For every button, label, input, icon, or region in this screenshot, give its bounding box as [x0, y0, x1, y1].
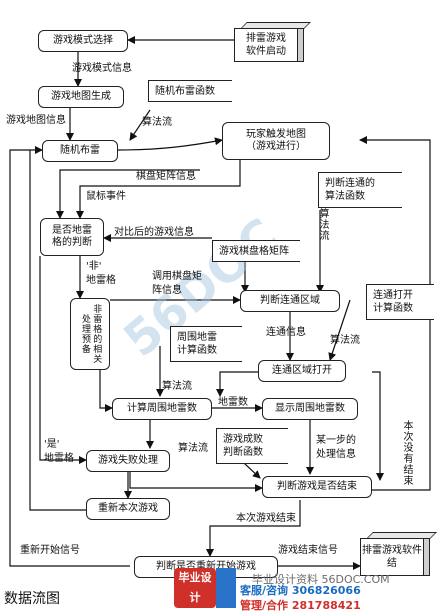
label-compared-info: 对比后的游戏信息	[114, 227, 194, 238]
external-software-end: 排雷游戏软件结	[360, 532, 437, 576]
process-judge-game-end: 判断游戏是否结束	[262, 476, 372, 498]
process-game-fail: 游戏失败处理	[86, 450, 170, 472]
process-count-mines: 计算周围地雷数	[112, 398, 212, 420]
store-connected-open-func: 连通打开 计算函数	[366, 284, 434, 320]
process-player-trigger: 玩家触发地图 （游戏进行）	[222, 122, 330, 160]
store-around-mine-func: 周围地雷 计算函数	[170, 326, 242, 362]
store-board-matrix: 游戏棋盘格矩阵	[212, 240, 300, 262]
process-show-mines: 显示周围地雷数	[262, 398, 358, 420]
store-random-layout-func: 随机布雷函数	[148, 80, 232, 102]
site-banner: 毕业设计资料 56DOC.COM	[252, 573, 390, 586]
process-restart-game: 重新本次游戏	[86, 498, 170, 520]
label-yes-mine: '是' 地雷格	[44, 439, 74, 464]
label-mine-count: 地雷数	[218, 397, 248, 408]
contact-info: 客服/咨询 306826066 管理/合作 281788421	[240, 584, 361, 614]
label-algo-4: 算法流	[162, 381, 192, 392]
flow-restartsignal-to-random	[9, 149, 130, 567]
label-algo-3: 算法流	[330, 335, 360, 346]
label-connected-info: 连通信息	[266, 327, 306, 338]
flow-end-to-restart	[206, 500, 301, 557]
flow-open-to-end	[372, 371, 384, 481]
contact-line-1: 客服/咨询 306826066	[240, 584, 361, 597]
diagram-caption: 数据流图	[4, 591, 60, 607]
label-algo-5: 算法流	[178, 443, 208, 454]
cube-side	[297, 28, 304, 62]
logo-accent	[216, 568, 236, 608]
process-judge-connected: 判断连通区域	[240, 290, 340, 312]
label-map-info: 游戏地图信息	[6, 115, 66, 126]
flow-fail-to-end	[129, 472, 263, 492]
label-next-step: 某一步的 处理信息	[316, 435, 356, 460]
external-software-start: 排雷游戏 软件启动	[234, 22, 311, 62]
flow-openfunc-to-open	[328, 299, 351, 361]
flow-board-info	[56, 169, 200, 219]
label-non-mine: '非' 地雷格	[86, 261, 116, 286]
process-mode-select: 游戏模式选择	[38, 30, 128, 52]
contact-line-2: 管理/合作 281788421	[240, 598, 361, 612]
process-map-gen: 游戏地图生成	[38, 86, 124, 108]
store-judge-connected-func: 判断连通的 算法函数	[318, 172, 402, 208]
label-not-over: 本次没有结束	[401, 420, 412, 486]
label-mouse-event: 鼠标事件	[86, 191, 126, 202]
flow-restart-to-random	[29, 146, 86, 511]
label-restart-signal: 重新开始信号	[20, 545, 80, 556]
flow-player-to-judge	[76, 160, 241, 219]
label-game-over: 本次游戏结束	[236, 513, 296, 524]
flow-judge-to-fail	[39, 256, 87, 464]
process-non-mine-prep: 非雷格的相关处理预备	[70, 298, 110, 370]
label-mode-info: 游戏模式信息	[72, 63, 132, 74]
flow-func-to-random	[129, 109, 151, 141]
label-call-board-info: 调用棋盘矩 阵信息	[152, 271, 202, 296]
label-board-matrix-info: 棋盘矩阵信息	[136, 171, 196, 182]
flow-random-to-player	[117, 137, 223, 151]
process-connected-open: 连通区域打开	[258, 360, 346, 382]
cube-side	[423, 538, 430, 576]
cube-label: 排雷游戏软件结	[360, 538, 424, 576]
label-algo-1: 算法流	[142, 117, 172, 128]
site-logo: 毕业设计	[174, 568, 216, 608]
process-random-mine: 随机布雷	[42, 140, 118, 162]
process-is-mine-judge: 是否地雷 格的判断	[40, 218, 104, 256]
store-win-lose-func: 游戏成败 判断函数	[216, 428, 288, 464]
label-algo-2: 算法流	[317, 208, 328, 241]
label-end-signal: 游戏结束信号	[278, 545, 338, 556]
flow-open-to-count	[216, 371, 258, 397]
cube-label: 排雷游戏 软件启动	[234, 28, 298, 62]
